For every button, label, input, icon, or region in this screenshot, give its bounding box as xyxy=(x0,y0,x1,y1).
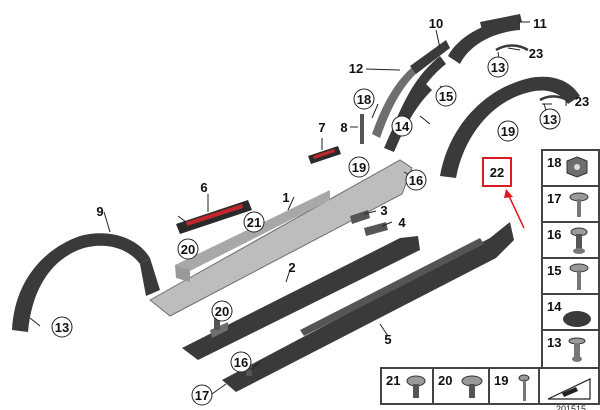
bottom-cell-symbol xyxy=(539,368,599,404)
nut-18-icon xyxy=(566,156,588,178)
callout-4: 4 xyxy=(398,215,406,230)
fastener-label-15: 15 xyxy=(547,263,562,278)
wheel-arch-trim-11 xyxy=(448,14,522,64)
clip-23-lower xyxy=(539,95,571,104)
svg-text:20: 20 xyxy=(215,304,229,319)
svg-text:13: 13 xyxy=(491,60,505,75)
part-22-highlight xyxy=(482,157,525,229)
svg-text:16: 16 xyxy=(234,355,248,370)
fastener-cell-17: 17 xyxy=(542,186,599,222)
callout-23-lower: 23 xyxy=(575,94,589,109)
callout-circle-20-lower: 20 xyxy=(211,300,233,322)
callout-circle-19-drawing: 19 xyxy=(348,156,370,178)
clip-16-icon xyxy=(570,227,588,254)
clip-13-icon xyxy=(568,337,586,362)
arch-trim-strip-12 xyxy=(372,64,420,138)
trim-clip-4 xyxy=(364,222,388,236)
screw-17-icon xyxy=(569,192,589,217)
svg-text:21: 21 xyxy=(247,215,261,230)
bottom-label-21: 21 xyxy=(386,373,401,388)
kit-symbol-icon xyxy=(547,378,591,400)
clip-16-drawing xyxy=(246,366,252,376)
callout-circle-16-upper: 16 xyxy=(405,169,427,191)
screw-19-icon xyxy=(518,374,530,401)
side-skirt xyxy=(222,222,514,392)
callout-12: 12 xyxy=(349,61,363,76)
svg-text:20: 20 xyxy=(181,242,195,257)
fastener-label-13: 13 xyxy=(547,335,562,350)
fastener-label-14: 14 xyxy=(547,299,562,314)
bottom-cell-21: 21 xyxy=(381,368,433,404)
callout-circle-15: 15 xyxy=(435,85,457,107)
fastener-cell-18: 18 xyxy=(542,150,599,186)
arch-trim-10 xyxy=(410,40,450,74)
fastener-label-18: 18 xyxy=(547,155,562,170)
clip-20-icon xyxy=(461,375,483,398)
callout-circle-19-arch: 19 xyxy=(497,120,519,142)
bottom-label-19: 19 xyxy=(494,373,509,388)
wheel-arch-trim-left xyxy=(12,233,160,332)
door-sill-plate-front xyxy=(176,200,252,234)
screw-15-icon xyxy=(569,263,589,290)
fastener-label-16: 16 xyxy=(547,227,562,242)
side-sill-base xyxy=(149,159,413,317)
callout-6: 6 xyxy=(200,180,207,195)
callout-5: 5 xyxy=(384,332,391,347)
callout-22: 22 xyxy=(490,165,504,180)
callout-circle-20-upper: 20 xyxy=(177,238,199,260)
clip-23-upper xyxy=(495,44,529,52)
svg-text:19: 19 xyxy=(352,160,366,175)
svg-text:16: 16 xyxy=(409,173,423,188)
fastener-label-17: 17 xyxy=(547,191,562,206)
callout-7: 7 xyxy=(318,120,325,135)
screw-8 xyxy=(360,114,364,144)
callout-circle-13-mid: 13 xyxy=(539,108,561,130)
plug-14-icon xyxy=(563,311,591,327)
wheel-arch-trim-19 xyxy=(440,76,580,178)
svg-text:15: 15 xyxy=(439,89,453,104)
bottom-cell-20: 20 xyxy=(433,368,489,404)
callouts: 1 2 3 4 5 6 7 8 9 10 11 12 22 23 23 xyxy=(96,16,589,347)
fastener-cell-13: 13 xyxy=(542,330,599,368)
fastener-cell-16: 16 xyxy=(542,222,599,258)
reference-number: 201515 xyxy=(556,404,587,410)
callout-23-upper: 23 xyxy=(529,46,543,61)
callout-10: 10 xyxy=(429,16,443,31)
callout-circle-17: 17 xyxy=(191,384,213,406)
bottom-label-20: 20 xyxy=(438,373,453,388)
fastener-cell-14: 14 xyxy=(542,294,599,330)
bottom-fastener-panel: 21 20 19 xyxy=(380,367,600,405)
callout-circle-13-top: 13 xyxy=(487,56,509,78)
callout-11: 11 xyxy=(533,16,547,31)
svg-text:17: 17 xyxy=(195,388,209,403)
svg-text:19: 19 xyxy=(501,124,515,139)
callout-circle-14: 14 xyxy=(391,115,413,137)
svg-text:13: 13 xyxy=(543,112,557,127)
bottom-cell-19: 19 xyxy=(489,368,539,404)
svg-text:14: 14 xyxy=(395,119,410,134)
callout-1: 1 xyxy=(282,190,289,205)
fastener-panel: 18 17 16 15 14 13 xyxy=(541,149,600,369)
fastener-cell-15: 15 xyxy=(542,258,599,294)
callout-circle-13-left: 13 xyxy=(51,316,73,338)
callout-circle-18: 18 xyxy=(353,88,375,110)
clip-21-icon xyxy=(406,375,426,398)
callout-9: 9 xyxy=(96,204,103,219)
clip-20-drawing xyxy=(214,318,220,330)
callout-circle-16-lower: 16 xyxy=(230,351,252,373)
callout-circle-21: 21 xyxy=(243,211,265,233)
svg-text:18: 18 xyxy=(357,92,371,107)
callout-3: 3 xyxy=(380,203,387,218)
callout-8: 8 xyxy=(340,120,347,135)
svg-text:13: 13 xyxy=(55,320,69,335)
door-sill-plate-rear xyxy=(308,146,341,164)
circled-callouts: 13 13 13 14 15 16 16 17 xyxy=(51,56,561,406)
callout-2: 2 xyxy=(288,260,295,275)
